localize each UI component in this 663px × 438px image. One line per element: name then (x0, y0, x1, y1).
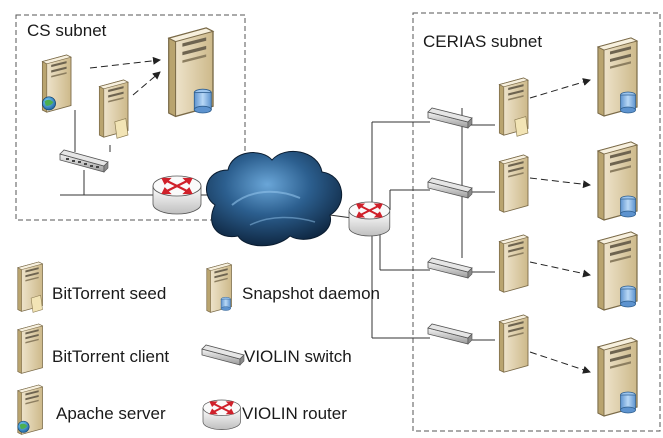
cerias-snapshot-daemon-2-icon (597, 141, 638, 221)
cs-subnet-box (15, 14, 246, 221)
legend-apache-server-icon (17, 384, 43, 435)
apache-server-icon (41, 54, 72, 113)
legend: BitTorrent seed Snapshot daemon BitTorre… (17, 261, 380, 435)
legend-apache-server-label: Apache server (56, 404, 166, 423)
cerias-switch-1-icon (427, 107, 473, 129)
legend-bittorrent-seed-icon (17, 261, 43, 313)
legend-violin-router-label: VIOLIN router (242, 404, 347, 423)
cerias-subnet-title: CERIAS subnet (423, 32, 542, 51)
cerias-bittorrent-client-1-icon (498, 154, 529, 213)
connection-lines (60, 108, 495, 341)
snapshot-arrows (89, 56, 591, 374)
cerias-snapshot-daemon-4-icon (597, 337, 638, 417)
cerias-bittorrent-seed-icon (498, 77, 529, 137)
cerias-snapshot-daemon-1-icon (597, 37, 638, 117)
snapshot-daemon-icon (167, 27, 214, 118)
bittorrent-seed-icon (98, 79, 129, 139)
legend-snapshot-daemon-label: Snapshot daemon (242, 284, 380, 303)
legend-violin-switch-icon (201, 344, 245, 366)
cs-switch-icon (59, 149, 109, 173)
legend-bittorrent-seed-label: BitTorrent seed (52, 284, 166, 303)
cerias-router-icon (348, 201, 391, 237)
cerias-subnet-box (412, 12, 661, 432)
cerias-snapshot-daemon-3-icon (597, 231, 638, 311)
legend-snapshot-daemon-icon (206, 262, 232, 313)
cs-router-icon (152, 175, 202, 215)
legend-violin-switch-label: VIOLIN switch (244, 347, 352, 366)
cerias-bittorrent-client-2-icon (498, 234, 529, 293)
cerias-bittorrent-client-3-icon (498, 314, 529, 373)
legend-violin-router-icon (202, 399, 241, 430)
internet-cloud-icon (206, 151, 343, 247)
legend-bittorrent-client-icon (17, 323, 43, 374)
cs-subnet-title: CS subnet (27, 21, 107, 40)
cerias-switch-3-icon (427, 257, 473, 279)
cerias-switch-4-icon (427, 323, 473, 345)
legend-bittorrent-client-label: BitTorrent client (52, 347, 169, 366)
cerias-switch-2-icon (427, 177, 473, 199)
